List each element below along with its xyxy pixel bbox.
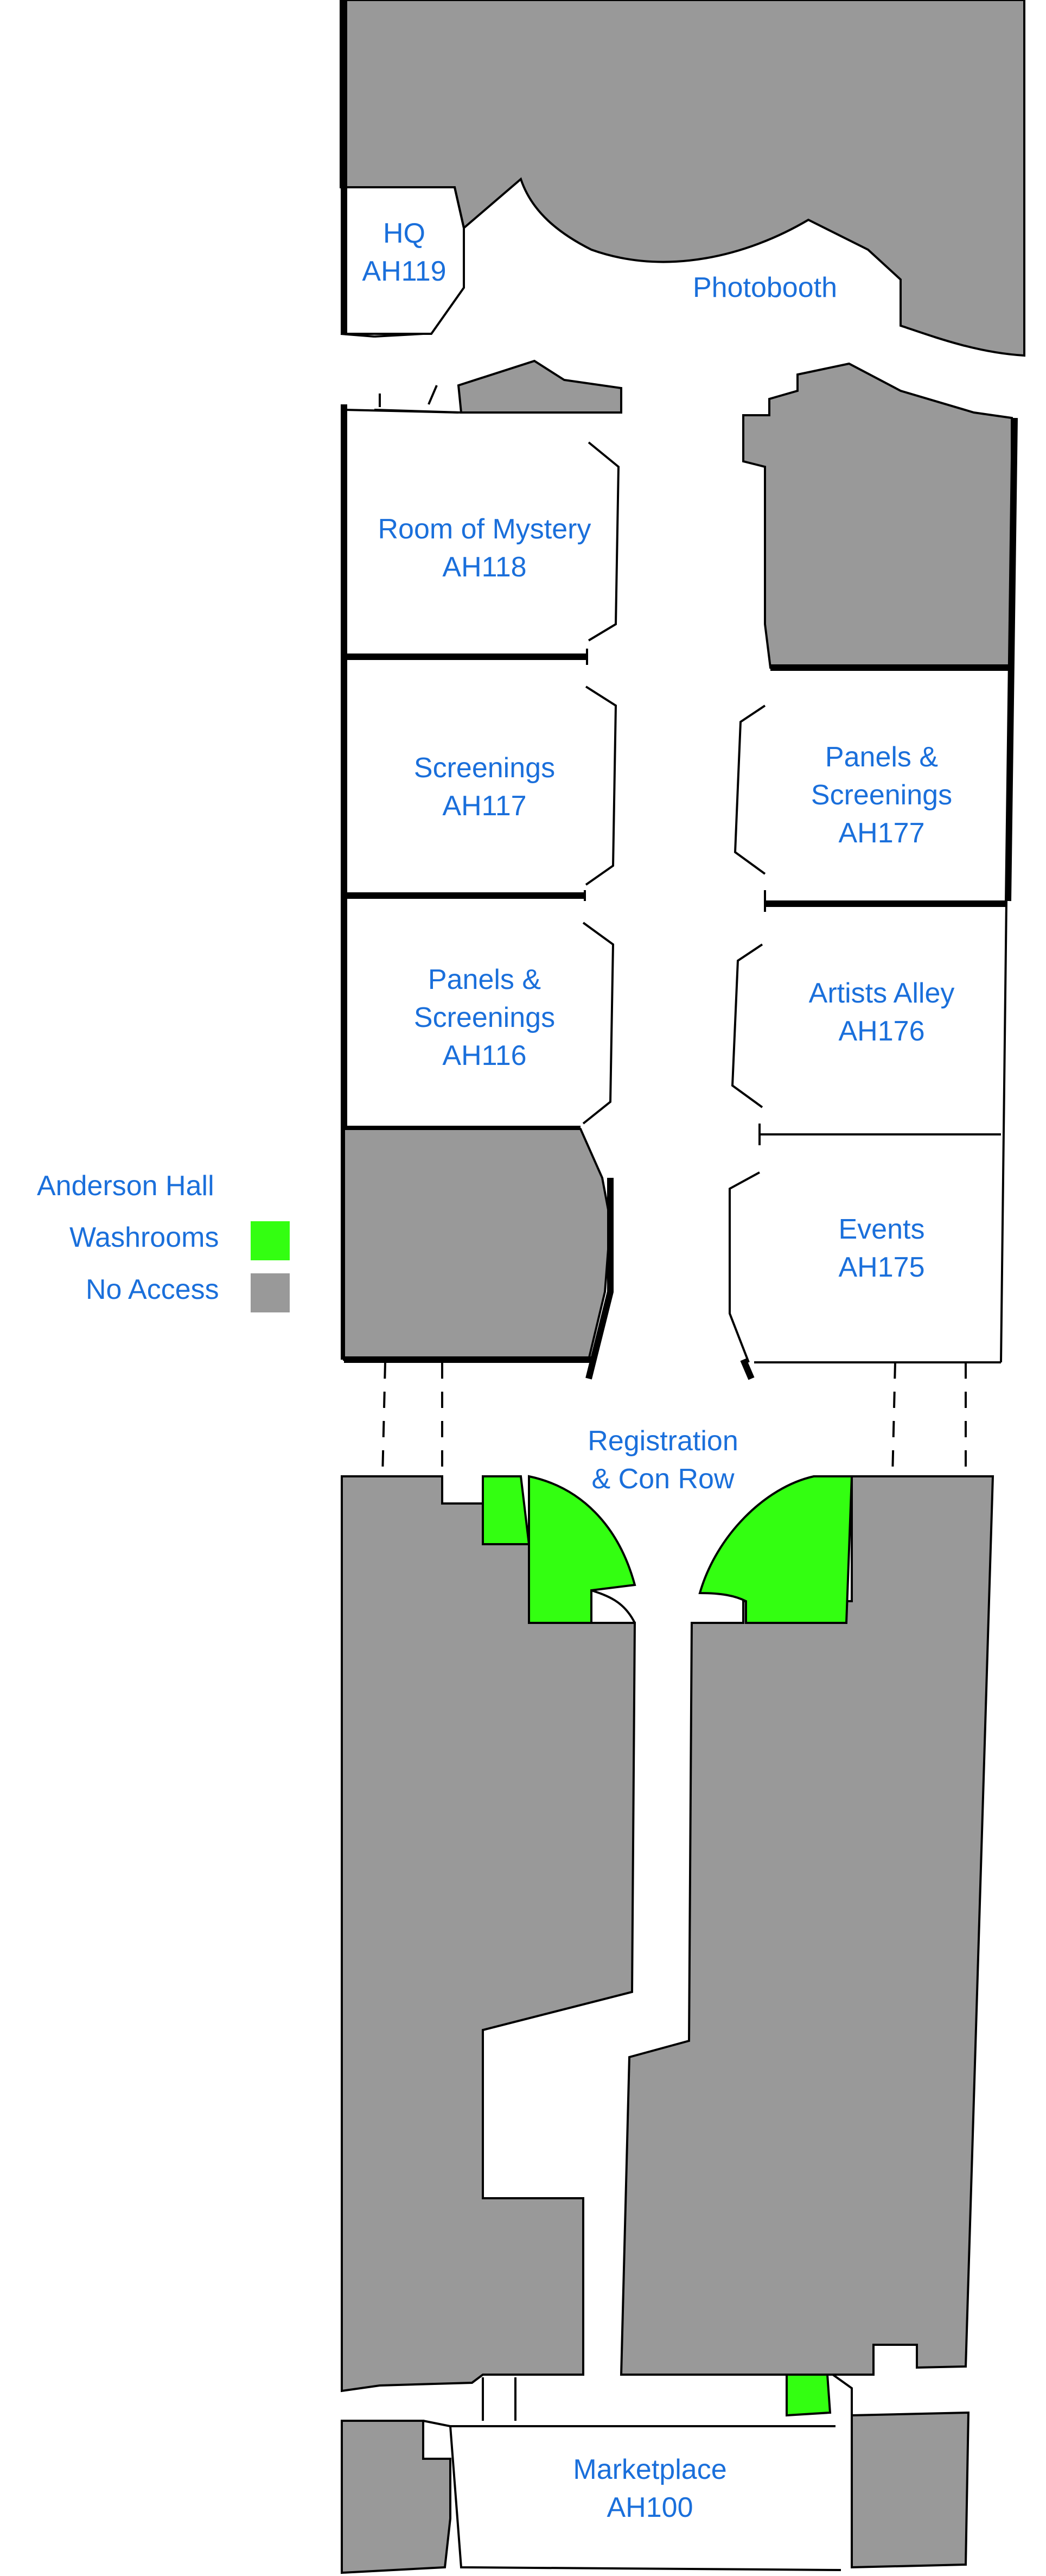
room-name-ah177-line2: Screenings bbox=[811, 779, 953, 811]
room-label-ah177: Panels & Screenings AH177 bbox=[811, 738, 952, 852]
room-name-ah177-line1: Panels & bbox=[825, 741, 939, 773]
room-name-ah118: Room of Mystery bbox=[378, 513, 591, 545]
no-access-area-lower-right bbox=[620, 1475, 994, 2376]
room-label-ah175: Events AH175 bbox=[839, 1210, 925, 1286]
corner-right-middle bbox=[740, 1358, 755, 1380]
east-wall-upper bbox=[1005, 417, 1018, 902]
room-number-ah117: AH117 bbox=[442, 790, 527, 822]
washroom-upper-left bbox=[528, 1475, 636, 1624]
legend-no-access-label: No Access bbox=[86, 1274, 219, 1305]
legend-washrooms-swatch bbox=[251, 1221, 290, 1260]
room-label-ah176: Artists Alley AH176 bbox=[809, 974, 955, 1050]
room-number-ah118: AH118 bbox=[442, 551, 527, 583]
doorway-dashed-1 bbox=[381, 1362, 386, 1477]
room-label-ah118: Room of Mystery AH118 bbox=[378, 510, 591, 586]
room-name-ah116-line1: Panels & bbox=[428, 964, 541, 995]
area-name-photobooth: Photobooth bbox=[692, 272, 838, 303]
washroom-door-left bbox=[591, 1589, 636, 1623]
no-access-strip-left bbox=[457, 359, 622, 414]
area-label-photobooth: Photobooth bbox=[693, 269, 837, 307]
door-ah118 bbox=[586, 441, 620, 665]
marketplace-walls bbox=[423, 2374, 853, 2571]
room-label-ah117: Screenings AH117 bbox=[414, 749, 555, 825]
door-ah176 bbox=[731, 943, 763, 1145]
room-label-ah116: Panels & Screenings AH116 bbox=[414, 961, 555, 1075]
no-access-area-lower-left bbox=[341, 1475, 636, 2393]
door-ah177 bbox=[734, 705, 766, 912]
top-wall-ah118 bbox=[343, 409, 459, 414]
room-number-ah100: AH100 bbox=[607, 2492, 693, 2523]
room-name-ah176: Artists Alley bbox=[808, 978, 955, 1009]
no-access-area-bottom-right bbox=[851, 2411, 970, 2569]
no-access-area-top bbox=[340, 0, 1025, 357]
doorway-top-left bbox=[340, 333, 424, 338]
door-ah117 bbox=[584, 686, 617, 901]
room-number-ah119: AH119 bbox=[362, 256, 447, 287]
room-number-ah175: AH175 bbox=[838, 1252, 925, 1283]
corner-left-middle bbox=[585, 1178, 614, 1380]
room-number-ah176: AH176 bbox=[838, 1016, 925, 1047]
no-access-area-bottom-left bbox=[341, 2420, 451, 2574]
washroom-upper-left-small bbox=[482, 1475, 531, 1545]
east-wall-lower bbox=[1000, 900, 1007, 1363]
legend-title: Anderson Hall bbox=[37, 1170, 214, 1202]
door-ah116 bbox=[582, 922, 615, 1125]
legend-washrooms-label: Washrooms bbox=[69, 1222, 219, 1253]
washroom-lower bbox=[786, 2374, 832, 2417]
room-name-ah100: Marketplace bbox=[573, 2454, 727, 2485]
room-number-ah177: AH177 bbox=[838, 817, 925, 849]
area-name-registration-line1: Registration bbox=[588, 1425, 738, 1457]
room-label-hq: HQ AH119 bbox=[362, 214, 446, 290]
room-name-hq: HQ bbox=[382, 218, 425, 249]
room-name-ah175: Events bbox=[838, 1214, 925, 1245]
doorway-mid-left bbox=[374, 385, 462, 414]
room-label-ah100: Marketplace AH100 bbox=[573, 2451, 726, 2527]
no-access-area-right-upper bbox=[742, 362, 1013, 669]
doorway-dashed-3 bbox=[891, 1362, 896, 1477]
washroom-upper-right bbox=[698, 1475, 853, 1624]
area-label-registration: Registration & Con Row bbox=[588, 1422, 738, 1498]
room-name-ah117: Screenings bbox=[413, 752, 556, 784]
legend-no-access-swatch bbox=[251, 1273, 290, 1312]
door-ah175 bbox=[729, 1171, 760, 1363]
area-name-registration-line2: & Con Row bbox=[591, 1463, 735, 1495]
room-number-ah116: AH116 bbox=[442, 1040, 527, 1071]
no-access-area-left-middle bbox=[343, 1128, 612, 1361]
room-name-ah116-line2: Screenings bbox=[413, 1002, 556, 1033]
